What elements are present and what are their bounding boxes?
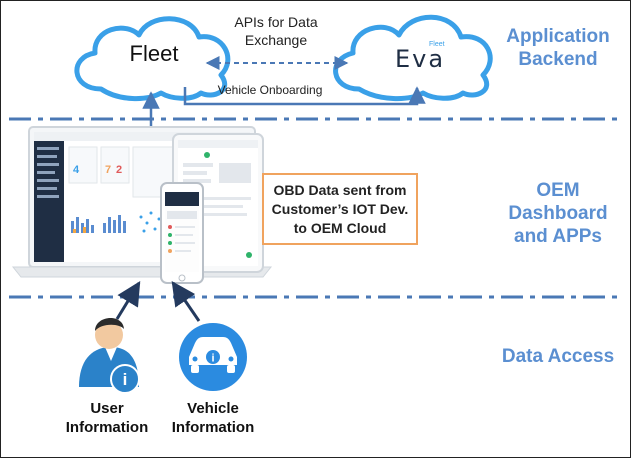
layer-oem-line-2: Dashboard bbox=[508, 203, 608, 224]
fleet-cloud-label: Fleet bbox=[129, 41, 179, 66]
svg-text:2: 2 bbox=[116, 164, 122, 176]
vehicle-info-icon: i bbox=[179, 323, 247, 391]
eva-logo-small-text: Fleet bbox=[429, 41, 445, 48]
obd-line-3: to OEM Cloud bbox=[293, 219, 387, 236]
fleet-cloud-icon bbox=[74, 16, 231, 102]
obd-data-box: OBD Data sent from Customer’s IOT Dev. t… bbox=[262, 173, 418, 245]
layer-label-backend: Application Backend bbox=[493, 25, 623, 71]
layer-label-access: Data Access bbox=[493, 345, 623, 368]
layer-backend-line-1: Application bbox=[506, 26, 610, 47]
layer-backend-line-2: Backend bbox=[518, 49, 598, 70]
user-info-icon: i bbox=[79, 317, 140, 394]
user-info-line-1: User bbox=[90, 400, 124, 417]
api-exchange-line-1: APIs for Data bbox=[234, 14, 318, 30]
eva-logo-text: Eva bbox=[394, 45, 446, 73]
vehicle-info-line-1: Vehicle bbox=[187, 400, 239, 417]
obd-line-2: Customer’s IOT Dev. bbox=[271, 200, 409, 217]
api-exchange-line-2: Exchange bbox=[244, 32, 308, 48]
layer-oem-line-3: and APPs bbox=[514, 226, 602, 247]
user-to-dashboard-arrow bbox=[115, 280, 141, 320]
layer-label-oem: OEM Dashboard and APPs bbox=[493, 179, 623, 248]
svg-text:i: i bbox=[123, 370, 128, 389]
obd-line-1: OBD Data sent from bbox=[273, 181, 407, 198]
onboarding-arrow bbox=[183, 86, 426, 106]
vehicle-info-label: Vehicle Information bbox=[163, 399, 263, 437]
user-info-label: User Information bbox=[57, 399, 157, 437]
layer-oem-line-1: OEM bbox=[536, 180, 580, 201]
phone-app-icon bbox=[160, 182, 204, 284]
svg-text:4: 4 bbox=[73, 164, 80, 176]
onboarding-label: Vehicle Onboarding bbox=[217, 83, 323, 97]
svg-text:7: 7 bbox=[105, 164, 111, 176]
svg-text:i: i bbox=[211, 353, 214, 365]
layer-access-line-1: Data Access bbox=[501, 346, 615, 367]
vehicle-info-line-2: Information bbox=[171, 419, 255, 436]
user-info-line-2: Information bbox=[65, 419, 149, 436]
eva-cloud-icon bbox=[333, 14, 493, 102]
api-exchange-label: APIs for Data Exchange bbox=[217, 13, 335, 49]
vehicle-to-dashboard-arrow bbox=[171, 281, 201, 322]
